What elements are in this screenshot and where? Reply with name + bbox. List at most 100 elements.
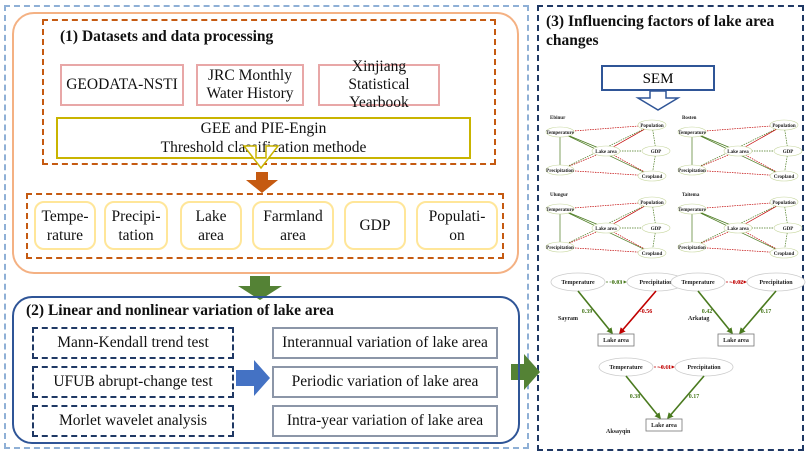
precipitation-path-value: 0.17 bbox=[761, 309, 772, 315]
left-panel bbox=[4, 5, 529, 449]
source-jrc: JRC Monthly Water History bbox=[196, 64, 304, 106]
correlation-value: 0.03 bbox=[612, 280, 623, 286]
correlation-value: -0.02 bbox=[731, 280, 744, 286]
factor-precipitation: Precipi- tation bbox=[104, 201, 168, 250]
sem-node-label: Temperature bbox=[546, 131, 575, 136]
factor-lake-area-l2: area bbox=[198, 226, 224, 244]
source-yearbook: Xinjiang Statistical Yearbook bbox=[318, 58, 440, 111]
section2-title: (2) Linear and nonlinear variation of la… bbox=[26, 302, 334, 319]
sem-node bbox=[769, 170, 799, 182]
precipitation-node-label: Precipitation bbox=[687, 365, 721, 371]
sem-node bbox=[769, 119, 799, 131]
sem-node-label: GDP bbox=[651, 227, 662, 232]
datasets-section bbox=[12, 12, 519, 274]
sem-node bbox=[723, 145, 753, 157]
sem-box bbox=[601, 65, 715, 91]
factor-lake-area-l1: Lake bbox=[195, 207, 227, 225]
lake-area-node-label: Lake area bbox=[651, 423, 677, 429]
sem-node bbox=[637, 170, 667, 182]
sem-node bbox=[677, 164, 707, 176]
process-line1: GEE and PIE-Engin bbox=[200, 120, 327, 137]
sem-node bbox=[677, 126, 707, 138]
sem-path bbox=[559, 169, 653, 177]
lake-area-node bbox=[645, 418, 683, 432]
temperature-path bbox=[625, 375, 662, 420]
factor-farmland-area: Farmland area bbox=[252, 201, 334, 250]
process-line2: Threshold classification methode bbox=[160, 139, 367, 156]
sem-path bbox=[651, 124, 657, 152]
temperature-path-value: 0.39 bbox=[582, 309, 593, 315]
sem-model-name: Ebinur bbox=[550, 116, 566, 121]
section3-title-line1: (3) Influencing factors of lake area bbox=[546, 13, 775, 30]
sem-node bbox=[545, 164, 575, 176]
lake-area-node-label: Lake area bbox=[723, 338, 749, 344]
factor-temperature-l1: Tempe- bbox=[41, 207, 89, 225]
precipitation-path-value: 0.17 bbox=[689, 394, 700, 400]
sem-path bbox=[559, 124, 653, 133]
sem-node bbox=[641, 222, 671, 234]
sem-node bbox=[545, 203, 575, 215]
sem-node-label: Cropland bbox=[642, 175, 663, 180]
sem-label: SEM bbox=[643, 71, 674, 87]
section1-title: (1) Datasets and data processing bbox=[60, 28, 274, 45]
sem-node-label: Temperature bbox=[678, 131, 707, 136]
sem-path bbox=[559, 246, 653, 254]
sem-node-label: Cropland bbox=[774, 252, 795, 257]
method-morlet-label: Morlet wavelet analysis bbox=[58, 412, 208, 429]
sem-node-label: Population bbox=[640, 201, 664, 206]
variation-section bbox=[12, 296, 520, 444]
source-geodata-label: GEODATA-NSTI bbox=[66, 76, 178, 93]
green-right-arrow-icon bbox=[511, 354, 540, 390]
lake-area-node bbox=[597, 333, 635, 347]
sem-node-label: Precipitation bbox=[678, 246, 706, 251]
sem-node-label: GDP bbox=[783, 227, 794, 232]
sem-path bbox=[651, 201, 657, 229]
sem-node bbox=[773, 145, 803, 157]
hollow-down-arrow-icon bbox=[242, 145, 280, 170]
factor-temperature: Tempe- rature bbox=[34, 201, 96, 250]
sem-node bbox=[637, 196, 667, 208]
temperature-path bbox=[577, 290, 614, 335]
datasets-inner-box bbox=[42, 19, 496, 165]
sem-node bbox=[591, 145, 621, 157]
factor-precipitation-l1: Precipi- bbox=[111, 207, 161, 225]
factor-lake-area: Lake area bbox=[180, 201, 242, 250]
sem-node bbox=[677, 203, 707, 215]
factor-farmland-area-l1: Farmland bbox=[263, 207, 323, 225]
sem-node bbox=[641, 145, 671, 157]
factor-gdp: GDP bbox=[344, 201, 406, 250]
precipitation-path bbox=[738, 290, 777, 335]
temperature-node-label: Temperature bbox=[609, 365, 643, 371]
lake-model-name: Aksayqin bbox=[606, 429, 631, 435]
source-yearbook-label: Xinjiang Statistical Yearbook bbox=[348, 58, 410, 111]
sem-node bbox=[773, 222, 803, 234]
sem-node-label: Population bbox=[772, 124, 796, 129]
lake-model-name: Arkatag bbox=[688, 316, 709, 322]
green-down-arrow-icon bbox=[238, 276, 282, 300]
sem-node-label: Lake area bbox=[595, 227, 617, 232]
sem-model-name: Ulungur bbox=[550, 193, 569, 198]
factor-population: Populati- on bbox=[416, 201, 498, 250]
factor-farmland-area-l2: area bbox=[280, 226, 306, 244]
sem-node bbox=[723, 222, 753, 234]
method-mann-kendall-label: Mann-Kendall trend test bbox=[57, 334, 209, 351]
result-periodic: Periodic variation of lake area bbox=[272, 366, 498, 398]
method-ufub: UFUB abrupt-change test bbox=[32, 366, 234, 398]
result-interannual: Interannual variation of lake area bbox=[272, 327, 498, 359]
sem-path bbox=[783, 124, 789, 152]
section3-title-line2: changes bbox=[546, 32, 599, 49]
sem-node-label: Temperature bbox=[678, 208, 707, 213]
sem-model-name: Bosten bbox=[682, 116, 697, 121]
sem-node bbox=[591, 222, 621, 234]
sem-node-label: Lake area bbox=[595, 150, 617, 155]
sem-path bbox=[691, 169, 785, 177]
correlation-value: -0.11 bbox=[659, 365, 671, 371]
source-jrc-label: JRC Monthly Water History bbox=[206, 67, 294, 102]
temperature-path-value: 0.42 bbox=[702, 309, 713, 315]
